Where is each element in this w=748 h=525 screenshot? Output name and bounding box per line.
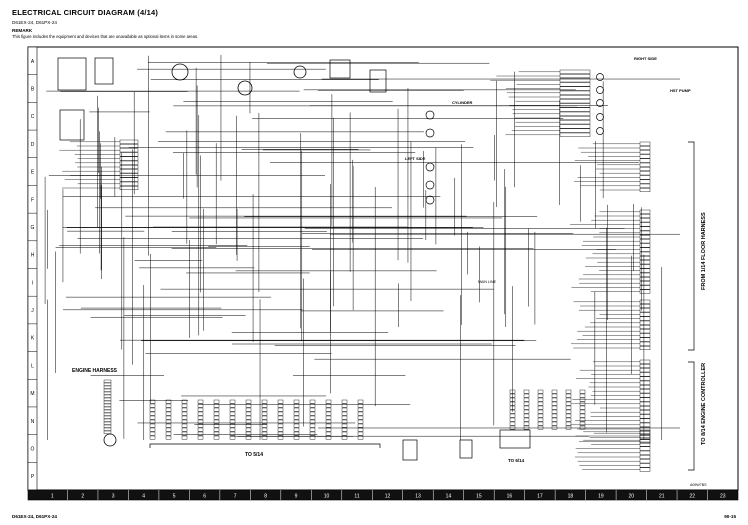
engine-controller-bracket: [688, 361, 695, 471]
col-label: 12: [385, 494, 391, 500]
col-label: 14: [446, 494, 452, 500]
col-label: 9: [295, 494, 298, 500]
col-label: 13: [415, 494, 421, 500]
row-labels: A B C D E F G H I J K L M N O P: [28, 59, 37, 480]
row-label: M: [30, 391, 34, 397]
col-label: 16: [507, 494, 513, 500]
col-label: 21: [659, 494, 665, 500]
col-label: 1: [51, 494, 54, 500]
col-label: 8: [264, 494, 267, 500]
to-5-14-bracket: [149, 443, 381, 448]
col-label: 3: [112, 494, 115, 500]
to-6-14-label: TO 6/14: [508, 458, 525, 463]
to-5-14-label: TO 5/14: [245, 452, 263, 458]
bottom-components: [103, 429, 531, 461]
col-label: 11: [354, 494, 359, 500]
remark-text: This figure includes the equipment and d…: [12, 34, 199, 39]
row-label: G: [31, 225, 35, 231]
page-title: ELECTRICAL CIRCUIT DIAGRAM (4/14): [12, 8, 159, 17]
connectors: [59, 69, 651, 472]
engine-harness-label: ENGINE HARNESS: [72, 368, 118, 374]
row-label: F: [31, 197, 34, 203]
top-components: [171, 59, 387, 96]
doc-number: A09W7BS: [690, 483, 707, 487]
col-label: 2: [81, 494, 84, 500]
row-label: J: [31, 308, 34, 314]
remark-label: REMARK: [12, 28, 33, 33]
col-label: 19: [598, 494, 604, 500]
row-label: D: [31, 142, 35, 148]
hst-pump-label: HST PUMP: [670, 88, 691, 93]
row-label: N: [31, 419, 35, 425]
from-floor-harness-label: FROM 1/14 FLOOR HARNESS: [701, 212, 707, 290]
row-label: I: [32, 280, 33, 286]
to-engine-controller-label: TO 8/14 ENGINE CONTROLLER: [701, 363, 707, 445]
col-label: 15: [476, 494, 482, 500]
row-label: B: [31, 87, 35, 93]
row-label: O: [31, 446, 35, 452]
row-label: K: [31, 336, 35, 342]
row-label: C: [31, 114, 35, 120]
col-label: 17: [537, 494, 543, 500]
cylinder-label: CYLINDER: [452, 100, 473, 105]
col-label: 18: [568, 494, 574, 500]
model-subtitle: D61EX-24, D61PX-24: [12, 20, 57, 25]
solenoids-right: [425, 73, 604, 205]
row-label: H: [31, 253, 35, 259]
col-label: 4: [142, 494, 145, 500]
col-label: 20: [629, 494, 635, 500]
main-line-label: MAIN LINE: [478, 280, 497, 284]
col-label: 23: [720, 494, 726, 500]
footer-page: 90-15: [724, 514, 736, 519]
col-label: 10: [324, 494, 330, 500]
row-label: L: [31, 363, 34, 369]
col-label: 6: [203, 494, 206, 500]
footer-model: D61EX-24, D61PX-24: [12, 514, 57, 519]
relay-box-left: [57, 57, 114, 141]
left-side-label: LEFT SIDE: [405, 156, 426, 161]
col-label: 22: [690, 494, 696, 500]
col-label: 7: [234, 494, 237, 500]
row-label: P: [31, 474, 35, 480]
col-label: 5: [173, 494, 176, 500]
row-label: E: [31, 170, 35, 176]
row-label: A: [31, 59, 35, 65]
col-index-strip: [27, 489, 739, 501]
right-side-label: RIGHT SIDE: [634, 56, 657, 61]
floor-harness-bracket: [688, 141, 695, 351]
wiring: [44, 55, 680, 440]
